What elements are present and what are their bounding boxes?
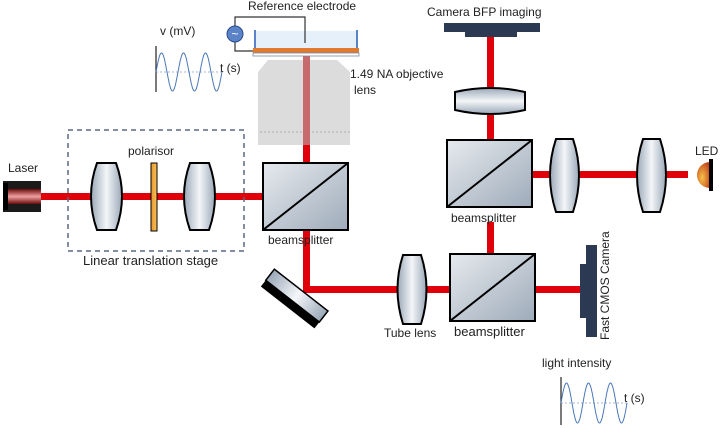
led-label: LED [695,144,719,158]
beamsplitter-1-label: beamsplitter [268,233,333,247]
electrode-plate [253,48,359,53]
beam-led-to-bs2 [533,171,688,178]
beamsplitter-2-label: beamsplitter [451,211,516,225]
stage-lens-2 [183,162,216,231]
voltage-axis-label: v (mV) [160,24,195,38]
bfp-camera [444,23,540,37]
objective-label-line2: lens [354,83,376,97]
tube-lens [396,254,428,325]
fast-cmos-label: Fast CMOS Camera [598,231,612,340]
objective-label: 1.49 NA objective [350,67,444,81]
led-source [697,159,713,191]
led-path-lens-2 [636,138,667,213]
beam-bs1-down [303,228,310,290]
beam-bs1-up [303,128,310,164]
led-path-lens-1 [549,138,580,213]
beamsplitter-1 [262,162,349,231]
intensity-sine-wave [560,382,628,424]
beamsplitter-3 [449,253,536,322]
stage-lens-1 [90,162,123,231]
ac-source-symbol: ~ [231,27,238,41]
beam-bs2-to-bs3 [487,222,494,254]
intensity-time-label: t (s) [624,391,645,405]
voltage-waveform-plot [155,46,223,92]
mirror [260,268,330,329]
camera-bfp-label: Camera BFP imaging [427,5,542,19]
beam-bs3-to-cmos [536,286,580,293]
reference-electrode-label: Reference electrode [248,0,356,13]
fast-cmos-camera [580,245,597,337]
beamsplitter-3-label: beamsplitter [454,324,525,339]
polarisor-label: polarisor [128,144,174,158]
translation-stage-label: Linear translation stage [83,253,218,268]
tube-lens-label: Tube lens [384,326,436,340]
bfp-lens [454,87,526,115]
sample-dish [252,30,360,57]
intensity-waveform-plot [560,377,628,425]
voltage-time-label: t (s) [220,61,241,75]
laser-source [3,181,41,212]
polarisor-element [150,162,158,232]
beamsplitter-2 [446,139,533,208]
laser-label: Laser [8,161,38,175]
beam-mirror-to-bs3 [303,286,451,293]
voltage-sine-wave [155,52,223,92]
ac-voltage-source: ~ [226,25,244,43]
light-intensity-label: light intensity [542,356,611,370]
objective-lens [258,56,350,145]
translation-stage-box [67,129,245,252]
